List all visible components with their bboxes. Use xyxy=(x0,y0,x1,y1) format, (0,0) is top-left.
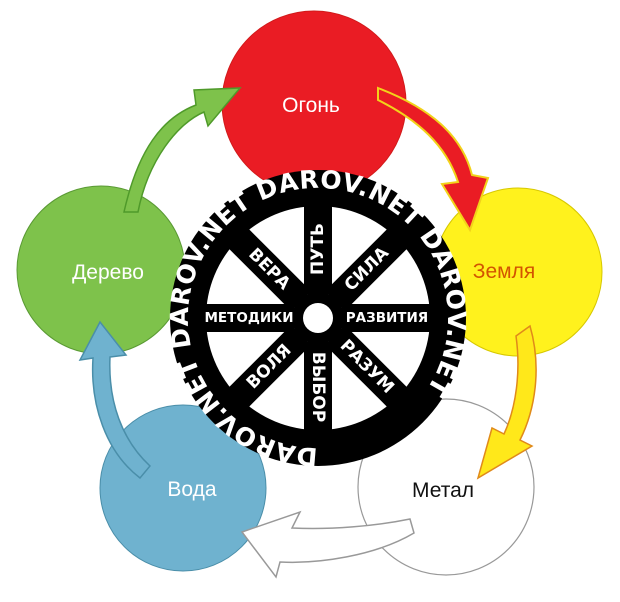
arrow-fire-to-earth xyxy=(377,86,490,233)
metal-label: Метал xyxy=(412,479,474,502)
spoke-top: ПУТЬ xyxy=(304,204,332,294)
spoke-bottom: ВЫБОР xyxy=(304,342,332,432)
spoke-right: РАЗВИТИЯ xyxy=(342,304,432,332)
spoke-band xyxy=(204,304,294,332)
arrow-water-to-wood xyxy=(78,320,152,480)
spoke-left: МЕТОДИКИ xyxy=(204,304,294,332)
arrow-wood-to-fire-shape xyxy=(123,87,242,213)
spoke-band xyxy=(304,204,332,294)
arrow-water-to-wood-shape xyxy=(78,320,152,480)
water-circle xyxy=(99,404,267,572)
spoke-band xyxy=(227,325,311,409)
arrow-metal-to-water xyxy=(240,510,415,579)
spoke-label-top: ПУТЬ xyxy=(308,223,328,275)
spoke-band xyxy=(325,227,409,311)
dharma-wheel: DAROV.NET DAROV.NET DAROV.NET DAROV.NET … xyxy=(165,165,471,472)
arrow-wood-to-fire xyxy=(123,87,242,213)
arrow-earth-to-metal xyxy=(476,324,537,480)
earth-label: Земля xyxy=(473,260,535,283)
spoke-label-bottom: ВЫБОР xyxy=(308,352,328,422)
spoke-label-right: РАЗВИТИЯ xyxy=(346,310,428,326)
spoke-band xyxy=(342,304,432,332)
wood-label: Дерево xyxy=(72,261,144,284)
water-label: Вода xyxy=(167,478,216,501)
fire-label: Огонь xyxy=(282,94,340,117)
spoke-band xyxy=(227,227,311,311)
spoke-band xyxy=(304,342,332,432)
arrow-metal-to-water-shape xyxy=(240,510,415,579)
arrow-earth-to-metal-shape xyxy=(476,324,537,480)
spoke-band xyxy=(325,325,409,409)
wheel-hub-hole xyxy=(303,303,333,333)
spoke-label-left: МЕТОДИКИ xyxy=(205,310,294,326)
arrow-fire-to-earth-shape xyxy=(377,86,490,233)
